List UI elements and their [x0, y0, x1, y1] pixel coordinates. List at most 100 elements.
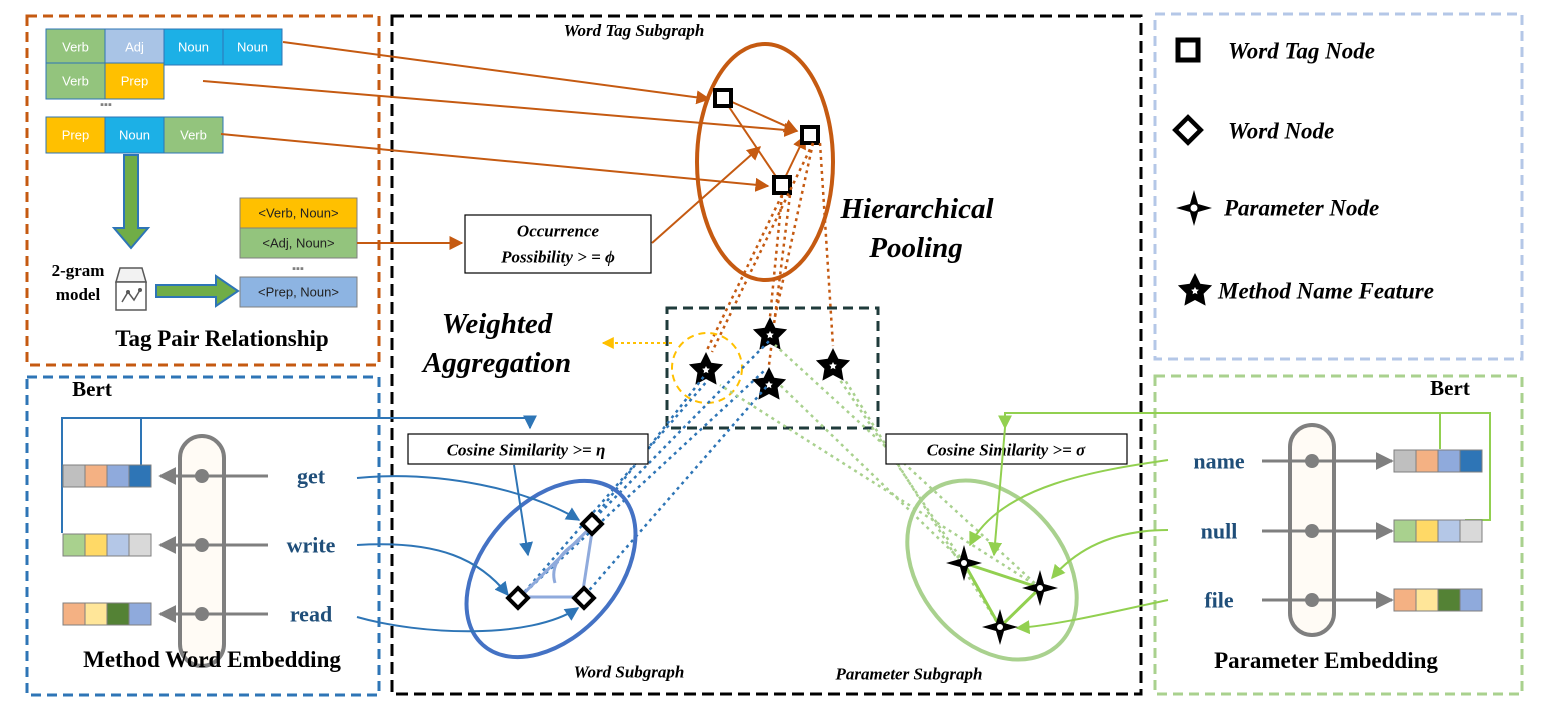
method-name-feature-star	[688, 352, 724, 385]
tag-pair-cell	[239, 276, 358, 308]
pair-ellipsis: ▪▪▪	[292, 263, 304, 275]
token-read: read	[290, 602, 332, 627]
word-tag-subgraph-ellipse	[695, 42, 835, 282]
hierarchical-pooling-line2: Pooling	[868, 232, 962, 264]
weighted-aggregation-line2: Aggregation	[421, 347, 571, 379]
tag-cell	[104, 28, 165, 66]
hierarchical-pooling-line1: Hierarchical	[839, 193, 994, 225]
vector-cell	[1393, 588, 1417, 612]
method-name-feature-star	[815, 348, 851, 381]
vector-cell	[84, 602, 108, 626]
vector-cell	[1415, 449, 1439, 473]
tag-cell	[163, 116, 224, 154]
tag-label: Verb	[180, 128, 207, 143]
method-name-feature-star	[751, 367, 787, 400]
vector-cell	[128, 602, 152, 626]
word-subgraph-ellipse	[464, 478, 638, 660]
tag-cell	[45, 116, 106, 154]
legend-parameter-node: Parameter Node	[1223, 196, 1379, 221]
tag-pair-cell	[239, 227, 358, 259]
tag-pair-title: Tag Pair Relationship	[115, 326, 328, 351]
parameter-node	[946, 545, 982, 581]
vector-cell	[1437, 449, 1461, 473]
cos-eta-arrow	[513, 464, 533, 557]
token-get: get	[297, 464, 326, 489]
tag-cell	[222, 28, 283, 66]
word-node-1	[579, 511, 605, 537]
model-label-line2: model	[56, 285, 101, 304]
vector-cell	[62, 533, 86, 557]
word-subgraph-label: Word Subgraph	[574, 663, 685, 682]
param-subgraph-ellipse	[905, 478, 1079, 662]
parameter-node	[982, 609, 1018, 645]
name-arrow	[969, 459, 1169, 547]
cos-sigma-label: Cosine Similarity >= σ	[927, 441, 1086, 460]
tag-label: Noun	[119, 128, 150, 143]
word-subgraph-edges	[518, 523, 595, 599]
green-right-arrow	[155, 274, 240, 308]
param-to-feature-lines	[719, 344, 1041, 628]
occurrence-line2: Possibility > = ϕ	[500, 248, 615, 267]
tag-ellipsis: ▪▪▪	[100, 99, 112, 111]
orange-arrow-row3	[220, 133, 770, 192]
tag-pairs: <Verb, Noun> <Adj, Noun> <Prep, Noun>	[239, 197, 358, 308]
legend-four-star-dot	[1190, 204, 1198, 212]
vector-cell	[1415, 588, 1439, 612]
token-file: file	[1204, 588, 1234, 613]
vector-cell	[1459, 449, 1483, 473]
vector-cell	[1437, 519, 1461, 543]
param-bert-arrow	[998, 412, 1440, 430]
param-subgraph-edges	[962, 561, 1042, 629]
param-embedding-title: Parameter Embedding	[1214, 648, 1438, 673]
param-subgraph-label: Parameter Subgraph	[835, 665, 983, 684]
vector-cell	[62, 464, 86, 488]
parameter-nodes	[946, 545, 1058, 645]
tag-cell	[45, 28, 106, 66]
tag-label: Adj	[125, 40, 144, 55]
legend-method-name-feature: Method Name Feature	[1217, 279, 1434, 304]
tag-cell	[163, 28, 224, 66]
legend-star-icon	[1177, 273, 1213, 306]
token-name: name	[1193, 449, 1245, 474]
method-embedding-title: Method Word Embedding	[83, 647, 341, 672]
vector-cell	[1459, 588, 1483, 612]
null-arrow	[1051, 529, 1169, 580]
tag-pair-label: <Verb, Noun>	[258, 206, 338, 221]
parameter-embedding-panel	[1153, 374, 1524, 696]
param-bert-label: Bert	[1430, 376, 1470, 400]
legend-panel	[1153, 12, 1524, 361]
vector-cell	[128, 533, 152, 557]
token-null: null	[1201, 519, 1238, 544]
weighted-aggregation-line1: Weighted	[442, 308, 553, 340]
orange-arrow-row2	[202, 80, 799, 137]
parameter-node	[1022, 570, 1058, 606]
vector-cell	[84, 464, 108, 488]
vector-cell	[84, 533, 108, 557]
tag-cell	[104, 62, 165, 100]
get-arrow	[356, 475, 581, 521]
cos-sigma-box	[885, 433, 1128, 465]
method-name-feature-star	[752, 317, 788, 350]
method-rows: get write read	[62, 464, 336, 627]
tag-pair-label: <Prep, Noun>	[258, 285, 339, 300]
param-rows: name null file	[1193, 449, 1483, 613]
method-bert-label: Bert	[72, 377, 112, 401]
model-label-line1: 2-gram	[52, 261, 105, 280]
tag-pair-label: <Adj, Noun>	[262, 236, 334, 251]
tag-label: Verb	[62, 74, 89, 89]
vector-cell	[128, 464, 152, 488]
method-bert-bracket	[61, 417, 142, 533]
word-tag-node-3	[772, 175, 792, 195]
word-node-2	[505, 585, 531, 611]
tag-label: Prep	[62, 128, 89, 143]
token-write: write	[287, 533, 336, 558]
tag-label: Noun	[178, 40, 209, 55]
legend-square-icon	[1175, 37, 1201, 63]
word-tag-node-2	[800, 125, 820, 145]
vector-cell	[106, 602, 130, 626]
vector-cell	[1393, 519, 1417, 543]
tag-label: Prep	[121, 74, 148, 89]
word-node-3	[571, 585, 597, 611]
